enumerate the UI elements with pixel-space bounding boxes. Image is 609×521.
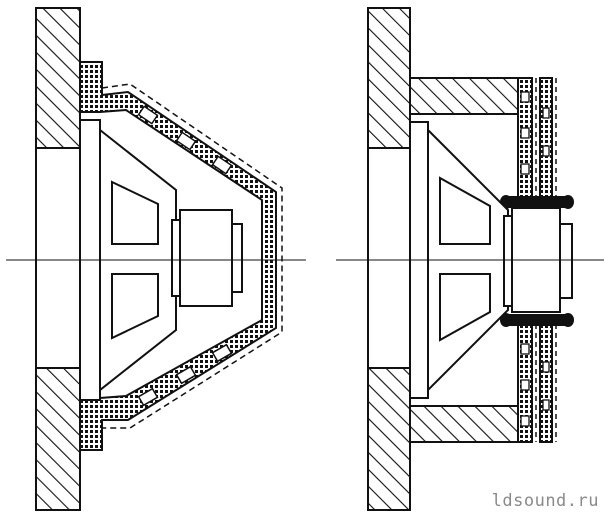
left-wall	[35, 7, 81, 511]
right-basket-window-bottom	[439, 273, 491, 342]
right-clamp-rings	[500, 195, 574, 327]
watermark-text: ldsound.ru	[491, 491, 599, 511]
right-voice-coil	[503, 215, 513, 307]
right-wall	[367, 7, 411, 511]
left-basket-window-top	[111, 180, 159, 245]
left-figure	[35, 7, 283, 511]
left-magnet	[179, 209, 233, 307]
right-basket-window-top	[439, 176, 491, 245]
left-basket-window-bottom	[111, 273, 159, 340]
right-top-enclosure-wall	[409, 77, 519, 115]
right-pole-piece	[559, 223, 573, 299]
right-figure	[367, 7, 574, 511]
left-shell-blocks	[137, 105, 233, 407]
right-bottom-enclosure-wall	[409, 405, 519, 443]
left-voice-coil	[171, 219, 181, 297]
left-pole-piece	[231, 223, 243, 293]
right-damping-column	[517, 77, 557, 443]
